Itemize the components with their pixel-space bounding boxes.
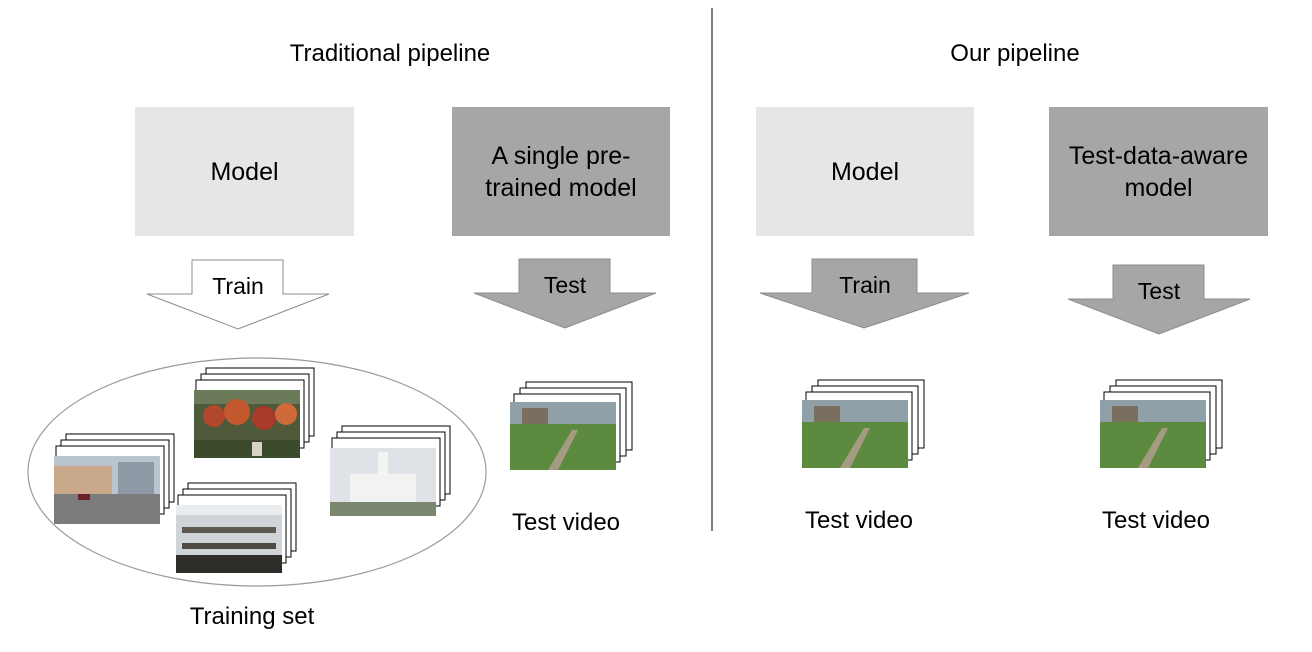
training-set-ellipse <box>27 357 487 587</box>
training-frames-building <box>330 425 451 516</box>
training-frames-office <box>176 482 297 573</box>
traditional-test-video-label: Test video <box>511 509 621 536</box>
traditional-model-box: Model <box>135 107 354 236</box>
our-model-box: Model <box>756 107 974 236</box>
traditional-pipeline-heading: Traditional pipeline <box>289 40 491 67</box>
our-test-video-label-2: Test video <box>1101 507 1211 534</box>
training-frames-street <box>54 433 175 524</box>
our-test-arrow <box>1067 264 1251 335</box>
pipeline-divider <box>711 8 713 531</box>
pretrained-model-box: A single pre- trained model <box>452 107 670 236</box>
our-test-video-frames-2 <box>1100 379 1223 468</box>
training-set-label: Training set <box>189 603 315 630</box>
test-data-aware-model-box: Test-data-aware model <box>1049 107 1268 236</box>
our-test-video-label-1: Test video <box>804 507 914 534</box>
traditional-train-arrow <box>146 259 330 330</box>
traditional-train-label: Train <box>212 273 264 299</box>
our-test-video-frames-1 <box>802 379 925 468</box>
our-test-label: Test <box>1137 278 1181 304</box>
our-train-label: Train <box>839 272 891 298</box>
our-pipeline-heading: Our pipeline <box>950 40 1080 67</box>
traditional-test-label: Test <box>543 272 587 298</box>
traditional-test-arrow <box>473 258 657 329</box>
traditional-test-video-frames <box>510 381 633 470</box>
training-frames-flowers <box>194 367 315 458</box>
our-train-arrow <box>759 258 970 329</box>
